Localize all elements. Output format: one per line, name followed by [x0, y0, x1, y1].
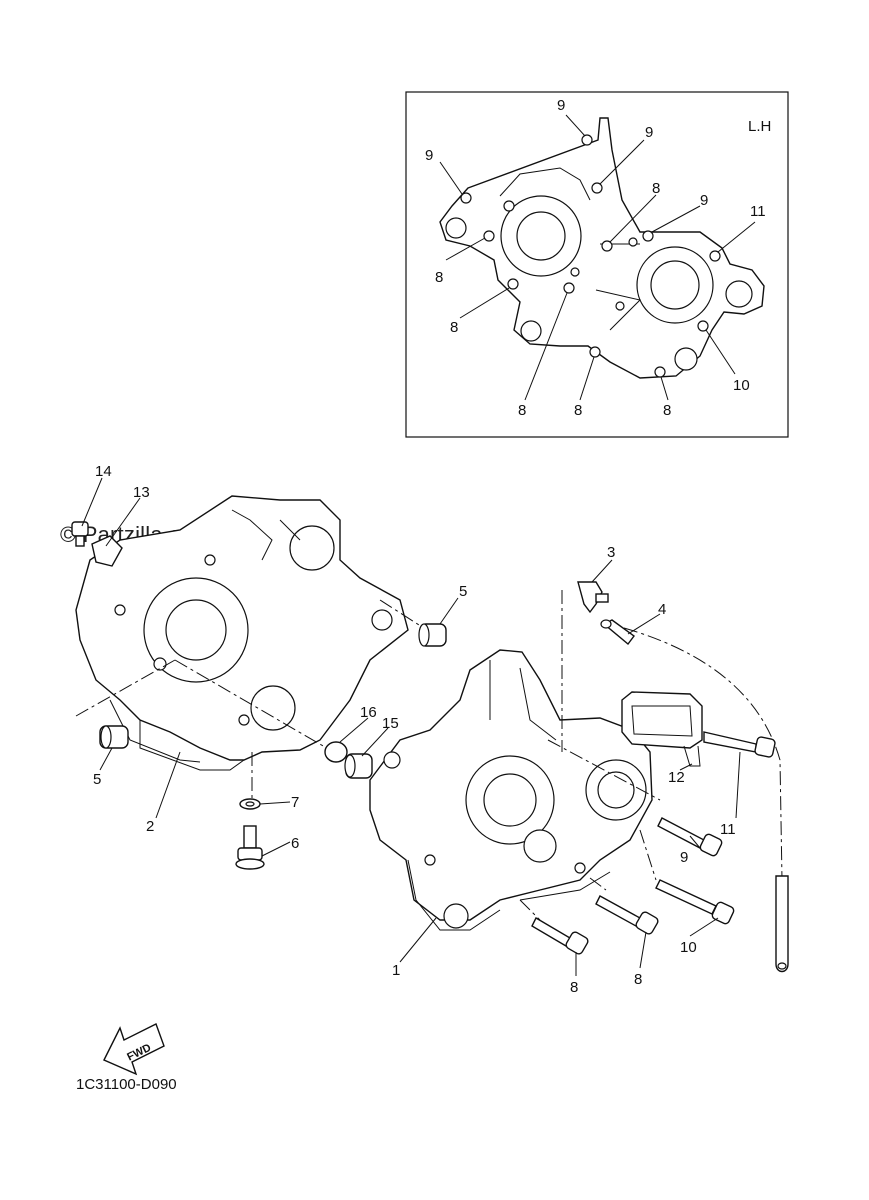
inset-callout-11: 11 — [750, 203, 766, 220]
crankcase-right-part-2 — [75, 495, 409, 771]
bolt-part-9 — [657, 817, 723, 857]
inset-callout-9-upper-right: 9 — [645, 124, 653, 141]
fwd-arrow-icon: FWD — [103, 1023, 165, 1076]
inset-panel: L.H — [405, 91, 789, 438]
callout-5-upper: 5 — [459, 583, 467, 600]
assembly-centerlines — [75, 590, 783, 921]
inset-side-label: L.H — [748, 118, 771, 135]
inset-bolt-holes — [460, 134, 721, 378]
washer-part-7 — [239, 798, 261, 810]
inset-callout-8-left: 8 — [435, 269, 443, 286]
nipple-part-3 — [577, 581, 609, 614]
callout-5-lower: 5 — [93, 771, 101, 788]
o-ring-part-16 — [324, 741, 348, 763]
drain-bolt-part-6 — [235, 825, 265, 870]
callout-2: 2 — [146, 818, 154, 835]
callout-12: 12 — [668, 769, 685, 786]
plate-part-13 — [91, 535, 123, 567]
callout-1: 1 — [392, 962, 400, 979]
callout-8-right: 8 — [634, 971, 642, 988]
bolt-part-8-left — [531, 917, 589, 955]
bolt-part-8-right — [595, 895, 659, 935]
bolt-part-14 — [71, 521, 89, 547]
callout-9: 9 — [680, 849, 688, 866]
callout-8-left: 8 — [570, 979, 578, 996]
inset-callout-8-center: 8 — [652, 180, 660, 197]
bolt-part-10 — [655, 879, 735, 925]
inset-callout-8-bottom-a: 8 — [518, 402, 526, 419]
inset-leaders — [439, 114, 756, 401]
crankcase-left-part-1 — [369, 649, 653, 931]
callout-15: 15 — [382, 715, 399, 732]
inset-callout-8-bottom-b: 8 — [574, 402, 582, 419]
inset-callout-8-lower-left: 8 — [450, 319, 458, 336]
inset-callout-9-left: 9 — [425, 147, 433, 164]
collar-part-5-upper — [418, 623, 447, 647]
callout-4: 4 — [658, 601, 666, 618]
callout-6: 6 — [291, 835, 299, 852]
bolt-part-11 — [703, 731, 776, 758]
inset-callout-9-top: 9 — [557, 97, 565, 114]
inset-callout-8-bottom-c: 8 — [663, 402, 671, 419]
callout-13: 13 — [133, 484, 150, 501]
hose-part-4 — [600, 619, 635, 646]
inset-callout-9-right: 9 — [700, 192, 708, 209]
callout-11: 11 — [720, 821, 736, 838]
callout-7: 7 — [291, 794, 299, 811]
callout-14: 14 — [95, 463, 112, 480]
callout-10: 10 — [680, 939, 697, 956]
main-leaders — [81, 477, 741, 976]
diagram-code: 1C31100-D090 — [76, 1076, 177, 1093]
collar-part-5-lower — [99, 725, 129, 749]
callout-16: 16 — [360, 704, 377, 721]
breather-hose-end — [775, 875, 789, 973]
inset-callout-10: 10 — [733, 377, 750, 394]
dowel-part-15 — [344, 753, 373, 779]
hose-guide-part-12 — [621, 691, 703, 767]
callout-3: 3 — [607, 544, 615, 561]
